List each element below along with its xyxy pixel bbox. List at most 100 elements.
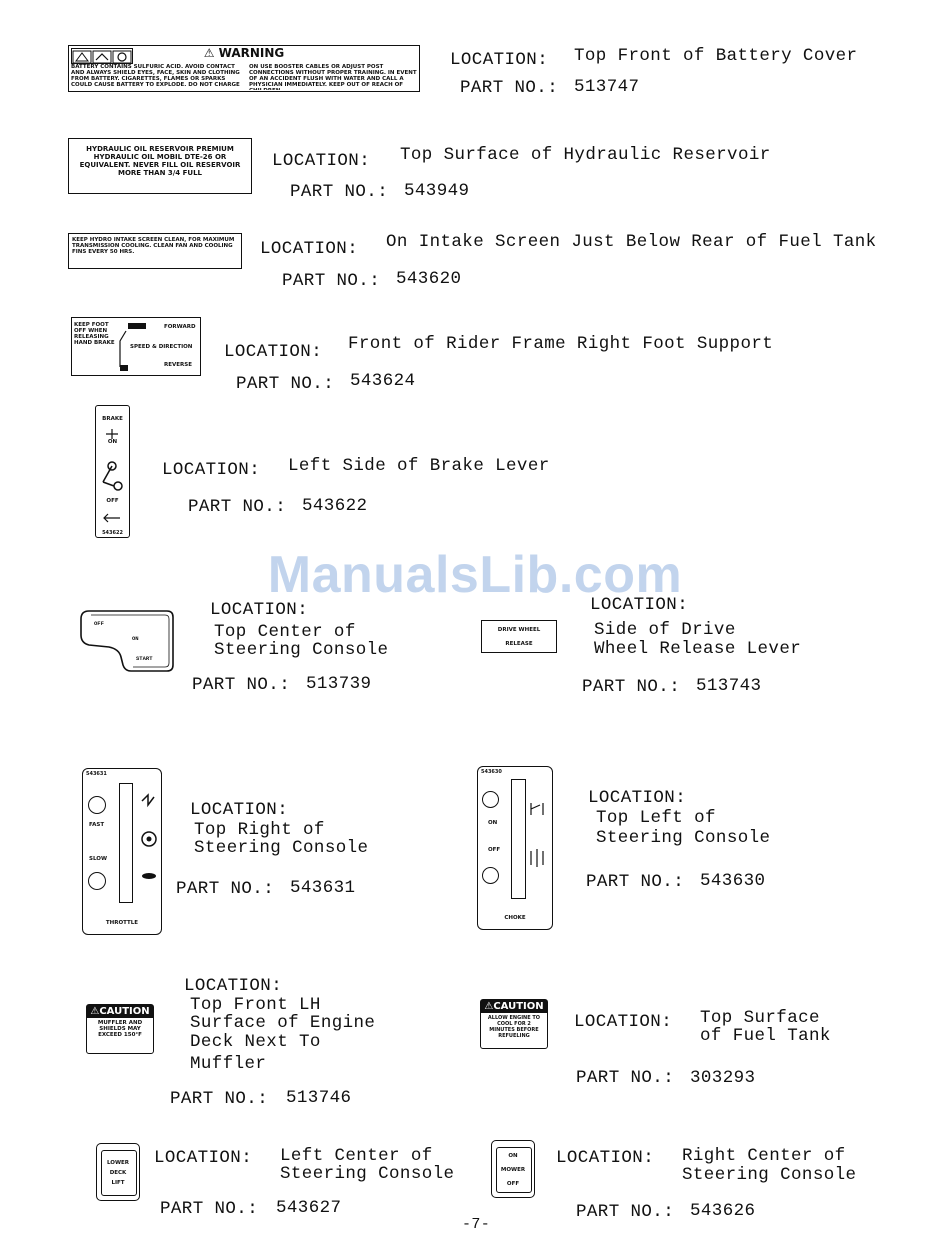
part-label-4: PART NO.: (236, 374, 335, 394)
brake-decal: BRAKE ON OFF 543622 (95, 405, 130, 538)
throttle-number: 543631 (86, 771, 107, 777)
part-value-5: 543622 (302, 496, 368, 516)
brake-off-label: OFF (106, 498, 119, 504)
loc-value-7b: Wheel Release Lever (594, 639, 802, 659)
part-value-12: 543627 (276, 1198, 342, 1218)
brake-number: 543622 (102, 530, 123, 536)
loc-value-5: Left Side of Brake Lever (288, 456, 550, 476)
loc-value-12a: Left Center of (280, 1146, 433, 1166)
foot-left-text: KEEP FOOT OFF WHEN RELEASING HAND BRAKE (74, 322, 115, 346)
loc-value-13a: Right Center of (682, 1146, 846, 1166)
loc-label-13: LOCATION: (556, 1148, 655, 1168)
part-label-1: PART NO.: (460, 78, 559, 98)
loc-value-8a: Top Right of (194, 820, 325, 840)
deck-lift-label-2: DECK (109, 1170, 127, 1176)
loc-label-3: LOCATION: (260, 239, 359, 259)
loc-value-9b: Steering Console (596, 828, 771, 848)
warning-title: ⚠ WARNING (203, 46, 285, 60)
part-label-10: PART NO.: (170, 1089, 269, 1109)
deck-lift-label-1: LOWER (106, 1160, 130, 1166)
part-value-13: 543626 (690, 1201, 756, 1221)
choke-off-label: OFF (488, 847, 501, 853)
part-label-12: PART NO.: (160, 1199, 259, 1219)
ignition-switch-decal (80, 610, 174, 672)
loc-value-3: On Intake Screen Just Below Rear of Fuel… (386, 232, 877, 252)
mower-switch-decal: ON MOWER OFF (491, 1140, 535, 1198)
loc-value-7a: Side of Drive (594, 620, 736, 640)
loc-value-1: Top Front of Battery Cover (574, 46, 858, 66)
reverse-label: REVERSE (164, 362, 192, 368)
choke-decal: 543630 ON OFF CHOKE (477, 766, 553, 930)
warning-decal: ⚠ WARNING BATTERY CONTAINS SULFURIC ACID… (68, 45, 420, 92)
brake-lever-icon (102, 429, 123, 523)
loc-label-8: LOCATION: (190, 800, 289, 820)
loc-value-4: Front of Rider Frame Right Foot Support (348, 334, 774, 354)
loc-label-2: LOCATION: (272, 151, 371, 171)
page-number: -7- (462, 1216, 491, 1233)
brake-title: BRAKE (102, 416, 123, 422)
mower-switch-inner (496, 1147, 532, 1193)
intake-decal: KEEP HYDRO INTAKE SCREEN CLEAN, FOR MAXI… (68, 233, 242, 269)
caution-fuel-decal: ⚠CAUTION ALLOW ENGINE TO COOL FOR 2 MINU… (480, 999, 548, 1049)
loc-value-9a: Top Left of (596, 808, 716, 828)
choke-symbol-icon (530, 803, 544, 867)
part-label-3: PART NO.: (282, 271, 381, 291)
throttle-fast-label: FAST (89, 822, 105, 828)
part-label-11: PART NO.: (576, 1068, 675, 1088)
loc-label-12: LOCATION: (154, 1148, 253, 1168)
choke-hole-bottom (482, 867, 499, 884)
part-value-8: 543631 (290, 878, 356, 898)
loc-value-12b: Steering Console (280, 1164, 455, 1184)
ignition-off-label: OFF (94, 620, 104, 627)
drive-wheel-label-1: DRIVE WHEEL (497, 627, 541, 633)
forward-label: FORWARD (164, 324, 196, 330)
rabbit-turtle-icon (141, 793, 157, 879)
mower-off-label: OFF (506, 1181, 520, 1187)
deck-lift-decal: LOWER DECK LIFT (96, 1143, 140, 1201)
part-label-5: PART NO.: (188, 497, 287, 517)
loc-value-10b: Surface of Engine (190, 1013, 376, 1033)
throttle-hole-bottom (88, 872, 106, 890)
loc-value-10d: Muffler (190, 1054, 267, 1074)
part-value-2: 543949 (404, 181, 470, 201)
part-value-11: 303293 (690, 1068, 756, 1088)
hydraulic-text: HYDRAULIC OIL RESERVOIR PREMIUM HYDRAULI… (79, 145, 241, 177)
part-label-8: PART NO.: (176, 879, 275, 899)
throttle-hole-top (88, 796, 106, 814)
loc-value-8b: Steering Console (194, 838, 369, 858)
loc-value-11a: Top Surface (700, 1008, 820, 1028)
hazard-symbols-icon (72, 50, 132, 64)
part-label-7: PART NO.: (582, 677, 681, 697)
loc-label-4: LOCATION: (224, 342, 323, 362)
loc-label-7: LOCATION: (590, 595, 689, 615)
part-label-6: PART NO.: (192, 675, 291, 695)
throttle-slow-label: SLOW (89, 856, 108, 862)
watermark: ManualsLib.com (267, 546, 683, 604)
drive-wheel-release-decal: DRIVE WHEEL RELEASE (481, 620, 557, 653)
brake-on-label: ON (107, 439, 118, 445)
loc-label-1: LOCATION: (450, 50, 549, 70)
choke-hole-top (482, 791, 499, 808)
part-value-4: 543624 (350, 371, 416, 391)
throttle-slot (119, 783, 133, 903)
loc-value-6a: Top Center of (214, 622, 356, 642)
loc-label-11: LOCATION: (574, 1012, 673, 1032)
ignition-on-label: ON (132, 635, 139, 642)
foot-support-decal: KEEP FOOT OFF WHEN RELEASING HAND BRAKE … (71, 317, 201, 376)
speed-direction-label: SPEED & DIRECTION (130, 344, 193, 350)
warning-text-right: ON USE BOOSTER CABLES OR ADJUST POST CON… (249, 64, 417, 90)
loc-label-9: LOCATION: (588, 788, 687, 808)
deck-lift-label-3: LIFT (111, 1180, 125, 1186)
intake-text: KEEP HYDRO INTAKE SCREEN CLEAN, FOR MAXI… (72, 237, 235, 255)
choke-slot (511, 779, 526, 899)
part-label-9: PART NO.: (586, 872, 685, 892)
part-value-6: 513739 (306, 674, 372, 694)
caution-muffler-decal: ⚠CAUTION MUFFLER AND SHIELDS MAY EXCEED … (86, 1004, 154, 1054)
part-value-7: 513743 (696, 676, 762, 696)
loc-label-10: LOCATION: (184, 976, 283, 996)
mower-label: MOWER (500, 1167, 526, 1173)
ignition-start-label: START (136, 655, 153, 662)
choke-label: CHOKE (504, 915, 526, 921)
part-value-9: 543630 (700, 871, 766, 891)
caution-muffler-text: MUFFLER AND SHIELDS MAY EXCEED 150°F (97, 1020, 143, 1038)
